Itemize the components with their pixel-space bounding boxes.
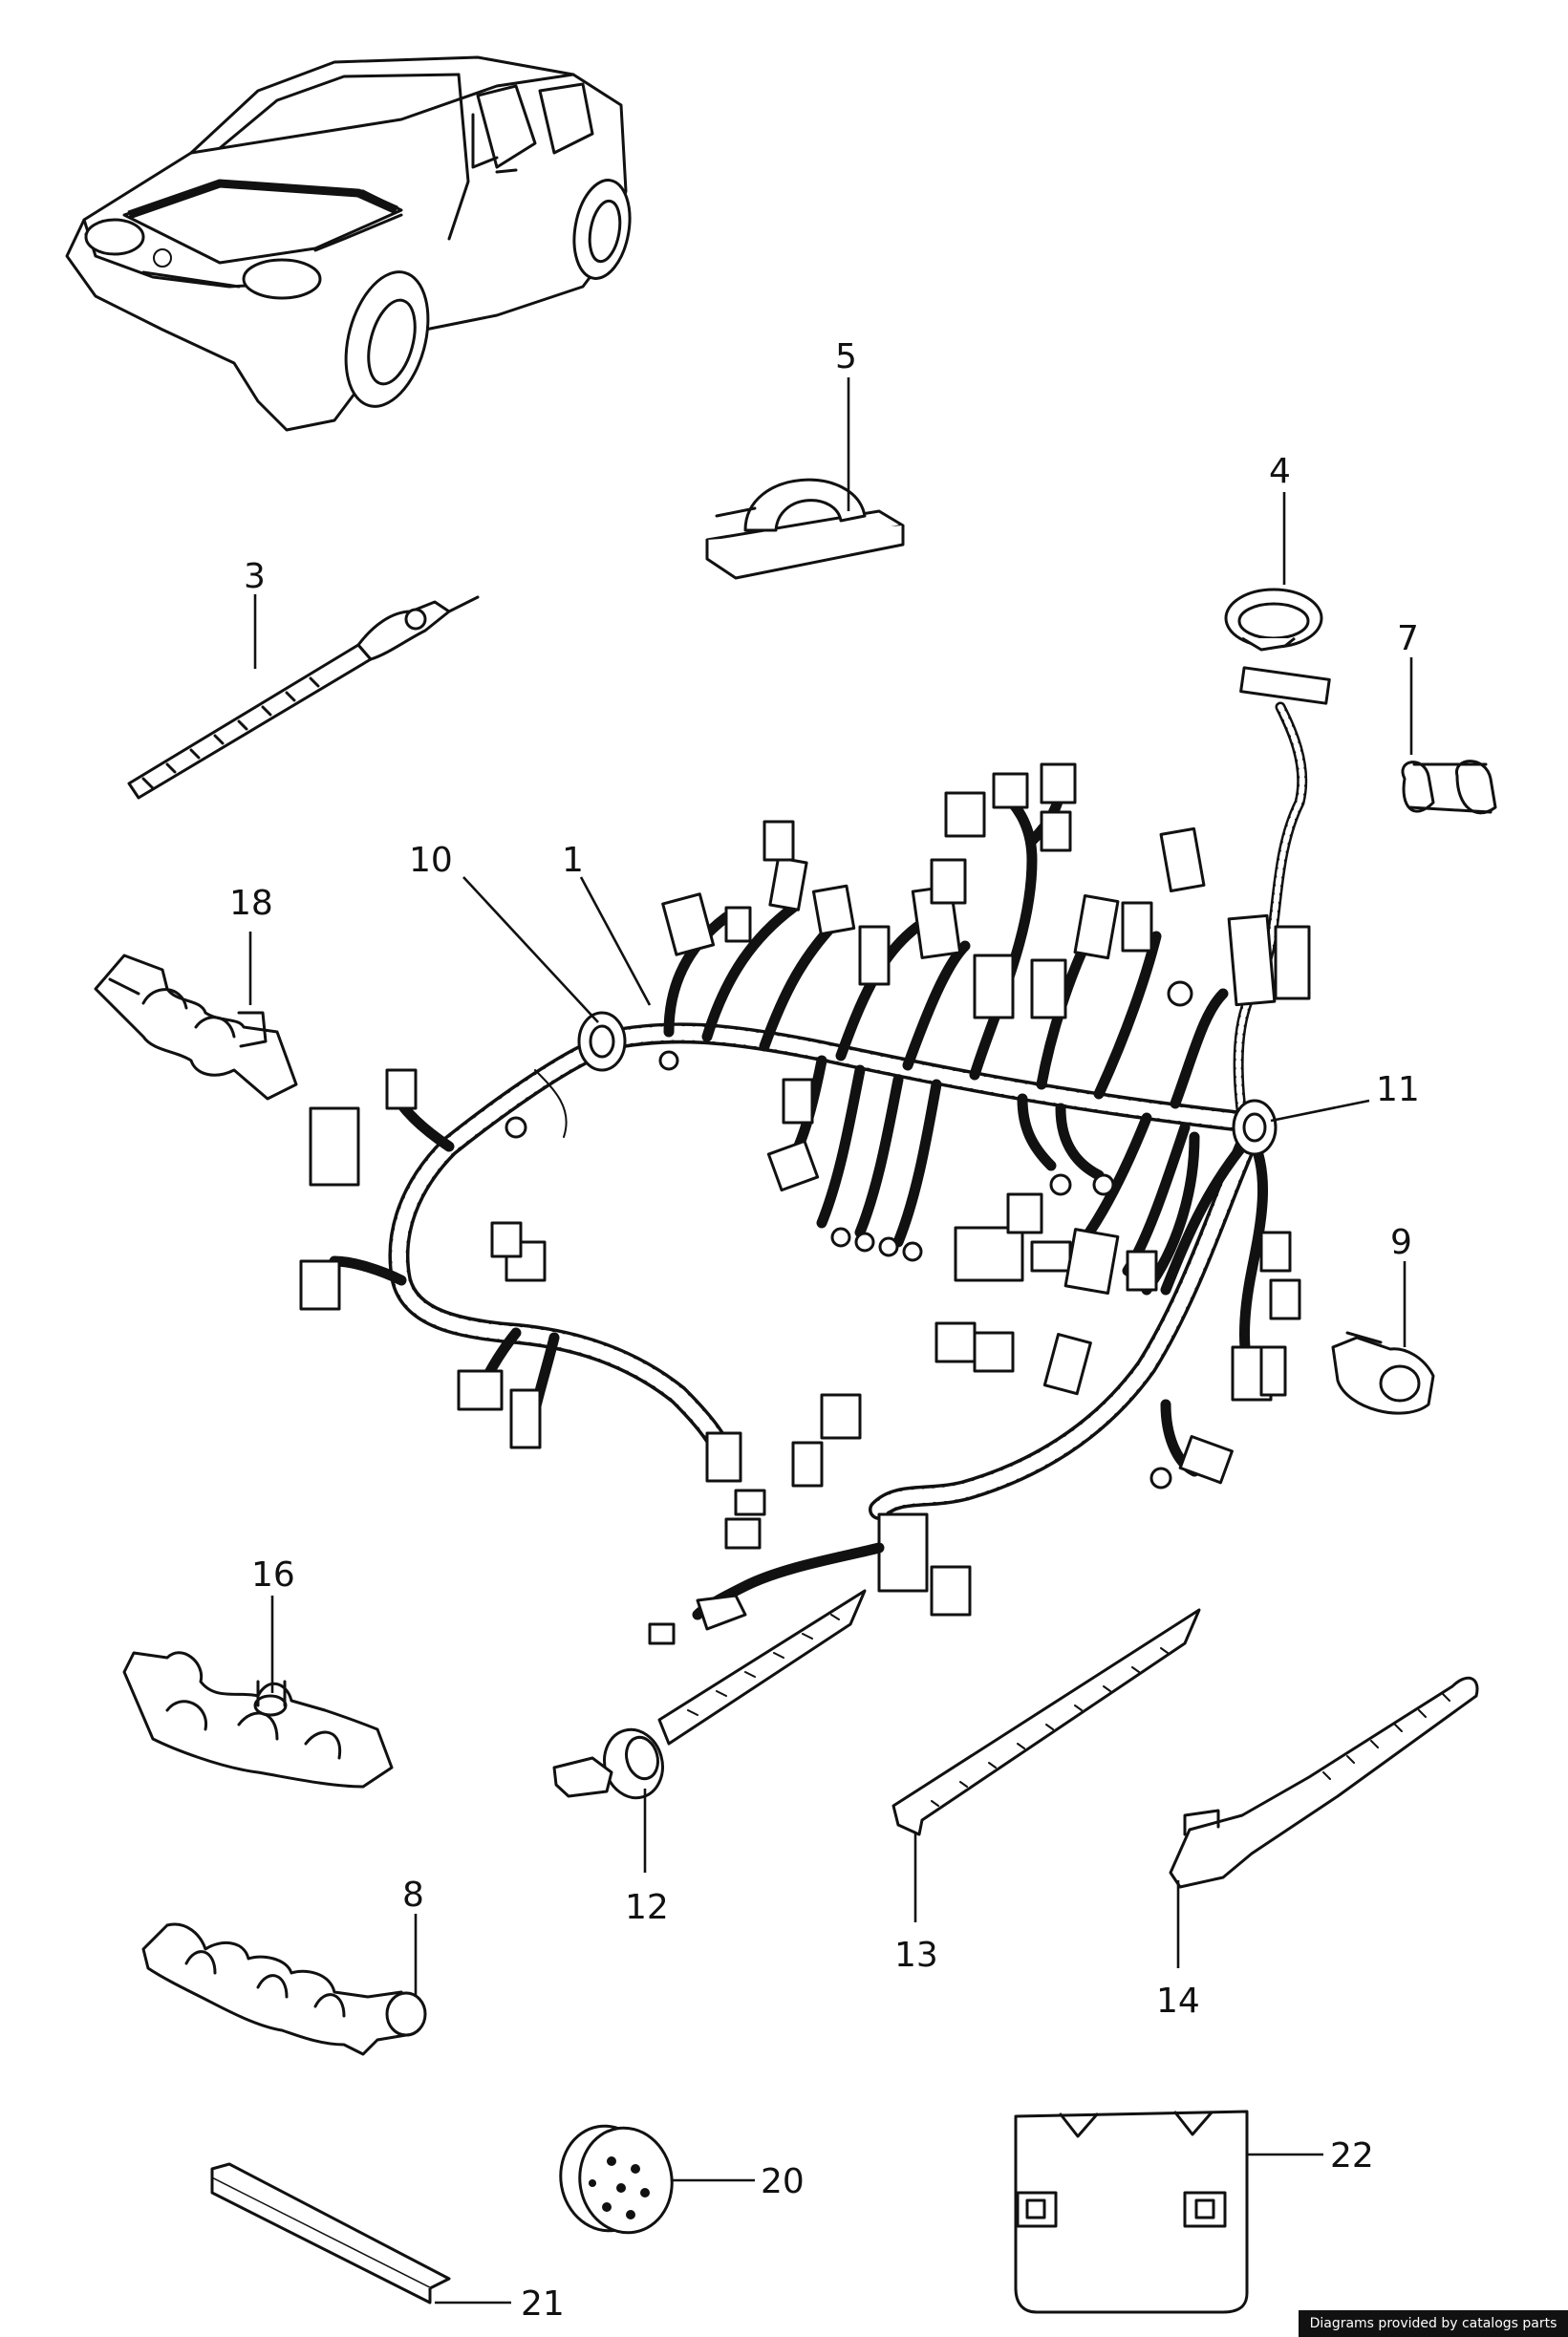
part-16-holder-strip (122, 1651, 394, 1789)
car-illustration (65, 55, 632, 432)
callout-labels: 1 3 4 5 7 8 9 10 11 12 13 14 16 18 20 21… (229, 337, 1420, 2324)
callout-10: 10 (409, 841, 453, 880)
part-21-tape-strip (210, 2162, 451, 2305)
callout-11: 11 (1376, 1070, 1420, 1109)
part-7-double-clip (1401, 760, 1497, 815)
part-9-clip (1331, 1331, 1435, 1415)
callout-9: 9 (1390, 1223, 1412, 1262)
callout-7: 7 (1397, 619, 1419, 658)
part-5-clip (705, 478, 905, 580)
callout-21: 21 (521, 2284, 565, 2324)
callout-18: 18 (229, 884, 273, 923)
leader-lines (248, 377, 1413, 2305)
callout-20: 20 (761, 2162, 805, 2201)
part-18-holder-strip (94, 954, 298, 1101)
part-13-cable-tie (891, 1608, 1201, 1836)
part-4-clamp-ring (1224, 588, 1323, 652)
part-20-grommet (559, 2124, 674, 2235)
callout-16: 16 (251, 1555, 295, 1595)
callout-14: 14 (1156, 1982, 1200, 2021)
callout-12: 12 (625, 1888, 669, 1927)
part-22-insulating-mat (1014, 2110, 1249, 2314)
callout-8: 8 (402, 1876, 424, 1915)
callout-5: 5 (835, 337, 857, 376)
wiring-harness-main (299, 666, 1331, 1645)
part-14-cable-tie (1169, 1676, 1479, 1889)
callout-22: 22 (1330, 2136, 1374, 2176)
callout-1: 1 (562, 841, 584, 880)
attribution-footer: Diagrams provided by catalogs parts (1299, 2310, 1568, 2337)
callout-13: 13 (894, 1936, 938, 1975)
part-12-cable-tie (552, 1589, 867, 1800)
part-3-cable-tie (127, 595, 480, 800)
part-8-holder-strip (141, 1922, 427, 2056)
callout-4: 4 (1269, 452, 1291, 491)
callout-3: 3 (244, 557, 266, 596)
